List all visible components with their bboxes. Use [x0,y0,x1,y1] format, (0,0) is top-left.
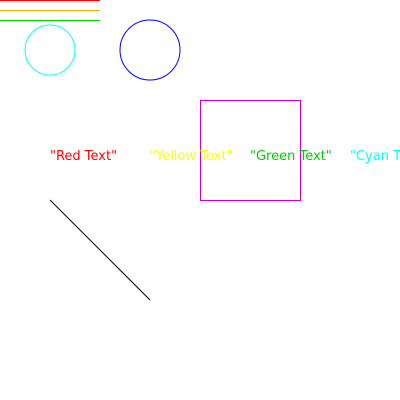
cyan-circle [24,24,76,76]
red-text-label: "Red Text" [50,149,118,164]
blue-circle [119,19,181,81]
magenta-square [200,100,301,201]
yellow-text-label: "Yellow Text" [150,149,233,164]
cyan-text-label: "Cyan Text" [350,149,400,164]
black-diagonal-line [49,199,151,301]
green-text-label: "Green Text" [250,149,332,164]
